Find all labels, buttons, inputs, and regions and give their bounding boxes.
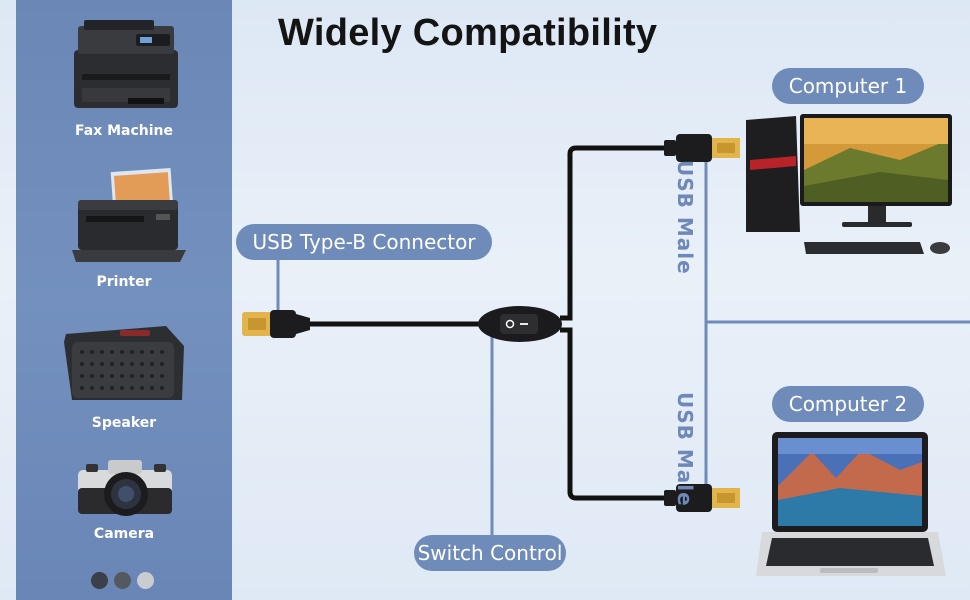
callout-usb-type-b: USB Type-B Connector [236, 224, 492, 260]
cable-top [560, 145, 672, 321]
label-usb-male-bottom: USB Male [673, 392, 697, 507]
label-usb-male-top: USB Male [673, 160, 697, 275]
device-label: Camera [93, 526, 155, 542]
device-camera: Camera [16, 452, 232, 572]
usb-a-connector-bottom-icon [664, 484, 740, 512]
desktop-computer-icon [746, 114, 952, 254]
printer-icon [72, 167, 186, 262]
page-title: Widely Compatibility [278, 12, 658, 54]
device-fax-machine: Fax Machine [16, 14, 232, 144]
laptop-computer-icon [756, 432, 946, 576]
dot-indicator[interactable] [137, 572, 154, 589]
device-printer: Printer [16, 166, 232, 296]
device-label: Speaker [91, 415, 157, 431]
callout-computer-1: Computer 1 [772, 68, 924, 104]
carousel-dots [91, 572, 160, 593]
usb-a-connector-top-icon [664, 134, 740, 162]
camera-icon [78, 460, 172, 516]
switch-control-icon [478, 306, 562, 342]
dot-indicator[interactable] [114, 572, 131, 589]
device-label: Fax Machine [75, 123, 173, 139]
device-speaker: Speaker [16, 316, 232, 446]
fax-machine-icon [74, 20, 178, 108]
device-sidebar: Fax Machine Printer [16, 0, 232, 600]
dot-indicator[interactable] [91, 572, 108, 589]
callout-switch-control: Switch Control [414, 535, 566, 571]
cable-bottom [560, 327, 672, 501]
usb-b-connector-icon [242, 310, 310, 338]
device-label: Printer [96, 274, 152, 290]
speaker-icon [64, 326, 184, 400]
callout-computer-2: Computer 2 [772, 386, 924, 422]
